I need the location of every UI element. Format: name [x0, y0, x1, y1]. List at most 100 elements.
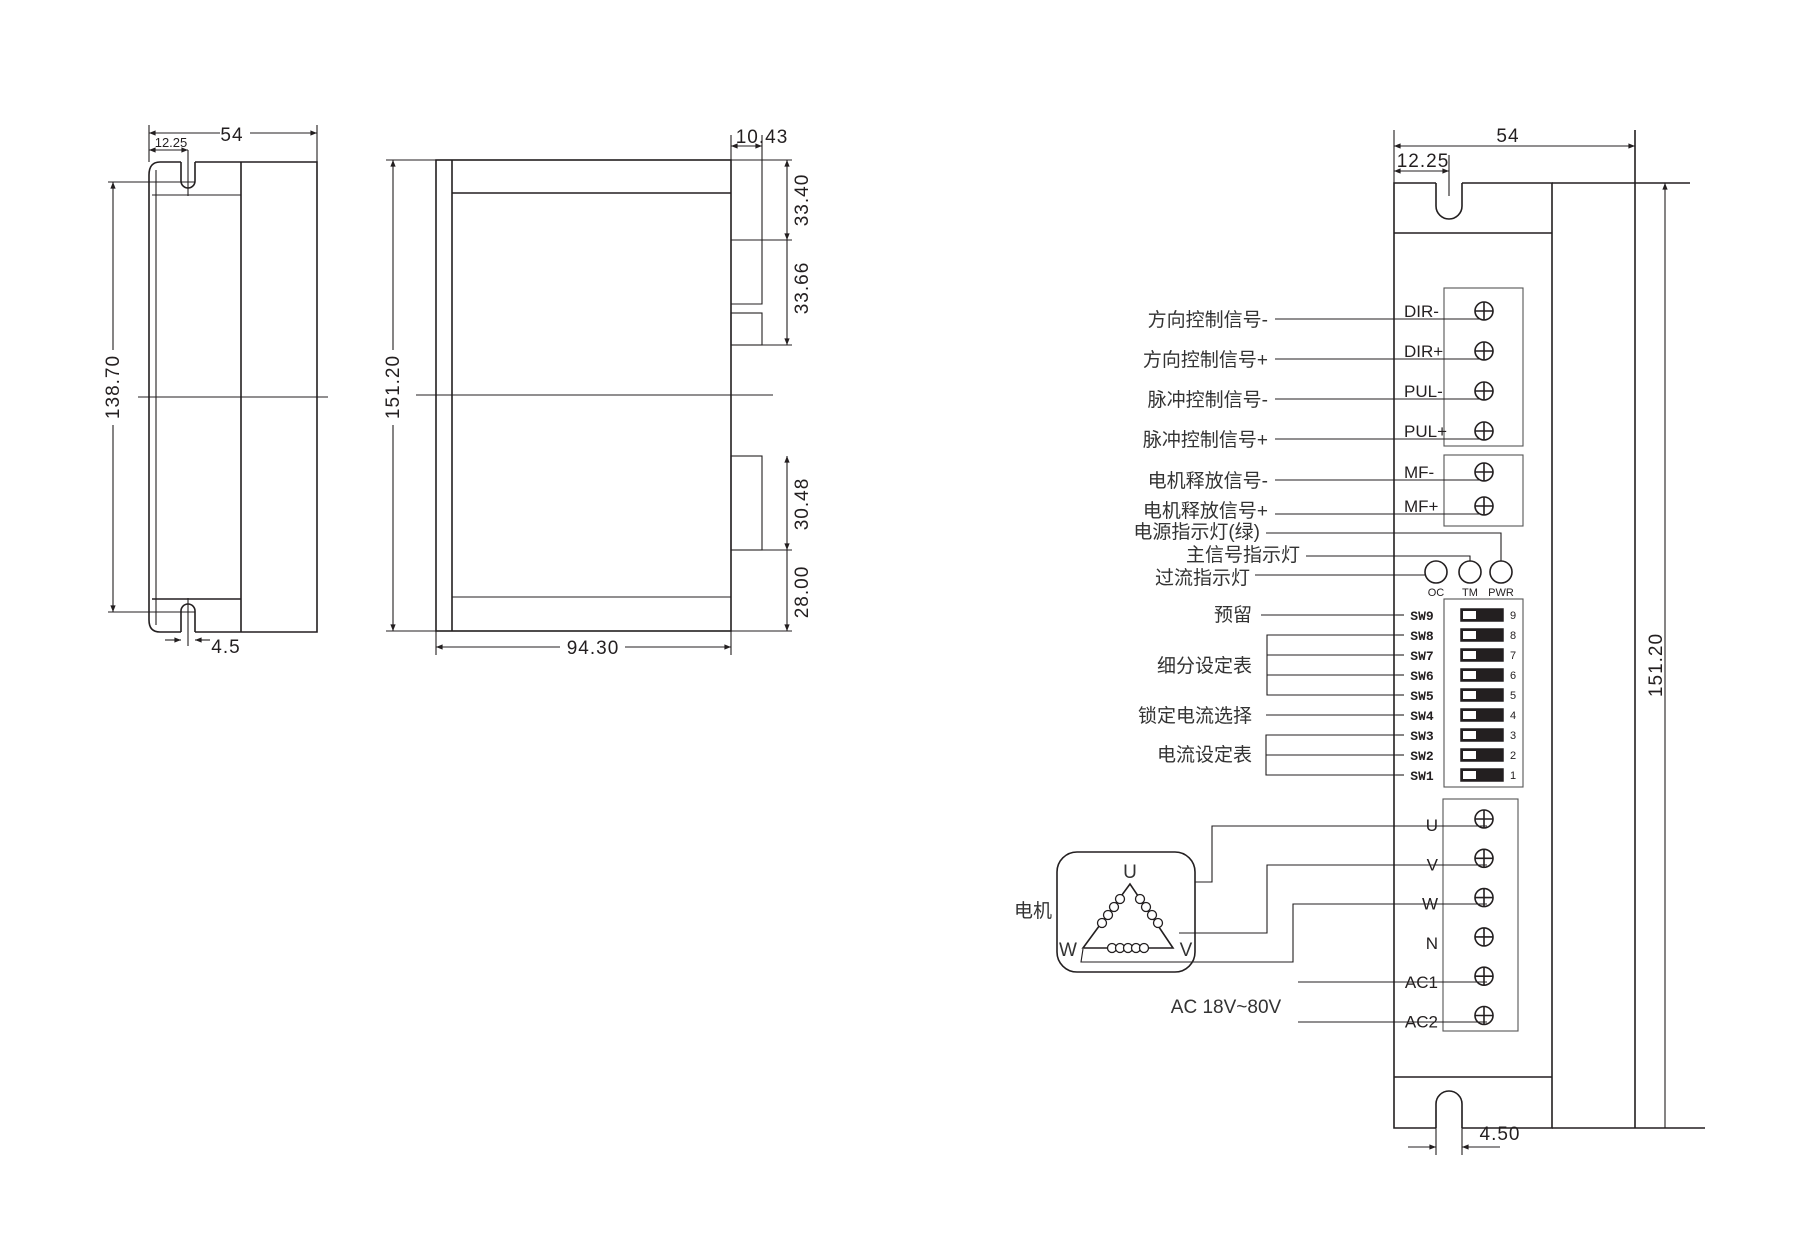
dip-switch-number: 8 [1510, 630, 1516, 642]
dip-switch-sw7[interactable]: SW7 7 [1396, 648, 1516, 664]
power-terminal-label: N [1426, 934, 1438, 953]
power-terminal-ac2: AC2 [1405, 1005, 1494, 1032]
dip-switch-label: SW6 [1410, 669, 1434, 684]
dip-switch-number: 6 [1510, 670, 1516, 682]
power-terminal-v: V [1427, 848, 1494, 874]
screw-icon [1474, 927, 1494, 947]
terminal-mf-plus: 电机释放信号+ MF+ [1143, 496, 1494, 522]
svg-text:电机释放信号-: 电机释放信号- [1148, 470, 1268, 492]
dip-switch-knob [1463, 711, 1476, 719]
dip-switch-knob [1463, 651, 1476, 659]
motor-phase-v: V [1180, 940, 1193, 961]
terminal-dir-plus: 方向控制信号+ DIR+ [1143, 341, 1494, 371]
motor-phase-w: W [1059, 940, 1077, 961]
side-height-dim: 151.20 [383, 355, 404, 419]
dip-switch-sw3[interactable]: SW3 3 [1396, 728, 1516, 744]
power-terminal-label: AC1 [1405, 973, 1438, 992]
screw-icon [1474, 341, 1494, 361]
dip-switch-knob [1463, 611, 1476, 619]
screw-icon [1474, 301, 1494, 321]
motor-wiring: AC 18V~80V [1080, 825, 1487, 1023]
screw-icon [1474, 381, 1494, 401]
front-slot-width-dim: 4.50 [1480, 1124, 1521, 1145]
dip-switch-label: SW2 [1410, 749, 1434, 764]
dip-switch-sw4[interactable]: SW4 4 [1396, 708, 1516, 724]
front-height-dim: 151.20 [1646, 633, 1667, 697]
oc-led-desc: 过流指示灯 [1155, 567, 1250, 589]
current-label: 电流设定表 [1157, 744, 1252, 766]
power-terminal-n: N [1426, 927, 1494, 953]
dip-switch-number: 9 [1510, 610, 1516, 622]
supply-voltage-label: AC 18V~80V [1171, 997, 1282, 1018]
front-view: 54 12.25 151.20 4.50 方向控制信号- DIR- 方向控制信号… [1014, 126, 1705, 1155]
screw-icon [1474, 496, 1494, 516]
dip-switch-knob [1463, 691, 1476, 699]
dip-switch-label: SW9 [1410, 609, 1434, 624]
screw-icon [1474, 809, 1494, 829]
dip-switch-sw9[interactable]: SW9 9 [1396, 608, 1516, 624]
screw-icon [1474, 848, 1494, 869]
pwr-led-icon [1489, 560, 1513, 584]
dip-switch-knob [1463, 751, 1476, 759]
svg-text:DIR-: DIR- [1404, 302, 1439, 321]
dip-switch-label: SW5 [1410, 689, 1434, 704]
svg-text:电机释放信号+: 电机释放信号+ [1143, 500, 1268, 522]
tm-led-icon [1458, 560, 1482, 584]
svg-text:脉冲控制信号+: 脉冲控制信号+ [1143, 429, 1268, 451]
delta-winding-icon [1081, 882, 1175, 949]
dip-switch-sw6[interactable]: SW6 6 [1396, 668, 1516, 684]
svg-text:脉冲控制信号-: 脉冲控制信号- [1148, 389, 1268, 411]
dip-switch-sw2[interactable]: SW2 2 [1396, 748, 1516, 764]
bottom-mount-slot [1435, 1090, 1463, 1128]
coil-icon [1096, 893, 1164, 954]
dip-switch-knob [1463, 631, 1476, 639]
dip-switch-knob [1463, 731, 1476, 739]
left-height-dim: 138.70 [103, 355, 124, 419]
power-terminal-w: W [1422, 887, 1494, 914]
terminal-dir-minus: 方向控制信号- DIR- [1148, 301, 1494, 331]
svg-text:MF+: MF+ [1404, 497, 1439, 516]
screw-icon [1474, 462, 1494, 482]
dip-switch-block [1443, 598, 1524, 788]
terminal-pul-plus: 脉冲控制信号+ PUL+ [1143, 421, 1494, 451]
dip-switch-label: SW8 [1410, 629, 1434, 644]
tm-led-desc: 主信号指示灯 [1186, 544, 1300, 566]
dip-switch-number: 2 [1510, 750, 1516, 762]
side-view: 10.43 33.40 33.66 30.48 28.00 151.20 94.… [383, 127, 813, 659]
dip-switch-knob [1463, 671, 1476, 679]
dip-switch-sw8[interactable]: SW8 8 [1396, 628, 1516, 644]
terminal-pul-minus: 脉冲控制信号- PUL- [1148, 381, 1494, 411]
tm-led-label: TM [1462, 587, 1478, 599]
dip-switch-number: 7 [1510, 650, 1516, 662]
pwr-led-desc: 电源指示灯(绿) [1133, 521, 1260, 543]
svg-text:方向控制信号-: 方向控制信号- [1148, 309, 1268, 331]
release-terminal-block [1443, 454, 1524, 527]
indicator-leds: 电源指示灯(绿) 主信号指示灯 过流指示灯 OC TM PWR [1133, 521, 1514, 599]
svg-text:PUL+: PUL+ [1404, 422, 1447, 441]
dip-switch-number: 1 [1510, 770, 1516, 782]
dip-group-labels: 预留 细分设定表 锁定电流选择 电流设定表 [1138, 604, 1396, 776]
dip-switch-number: 5 [1510, 690, 1516, 702]
top-offset-dim: 10.43 [736, 127, 789, 148]
lock-current-label: 锁定电流选择 [1138, 705, 1252, 727]
dip-switch-sw5[interactable]: SW5 5 [1396, 688, 1516, 704]
svg-text:DIR+: DIR+ [1404, 342, 1443, 361]
segment-2-dim: 33.66 [792, 262, 813, 315]
segment-3-dim: 30.48 [792, 478, 813, 531]
svg-text:方向控制信号+: 方向控制信号+ [1143, 349, 1268, 371]
dip-switch-label: SW7 [1410, 649, 1433, 664]
dip-switch-number: 3 [1510, 730, 1516, 742]
top-mount-slot [1435, 183, 1463, 220]
front-width-dim: 54 [1496, 126, 1519, 147]
screw-icon [1474, 421, 1494, 441]
segment-1-dim: 33.40 [792, 174, 813, 227]
signal-terminal-block [1443, 287, 1524, 447]
dip-switch-number: 4 [1510, 710, 1516, 722]
dip-switch-label: SW3 [1410, 729, 1434, 744]
left-view: 54 12.25 138.70 4.5 [103, 125, 328, 658]
dip-switch-label: SW4 [1410, 709, 1434, 724]
reserved-label: 预留 [1214, 604, 1252, 626]
